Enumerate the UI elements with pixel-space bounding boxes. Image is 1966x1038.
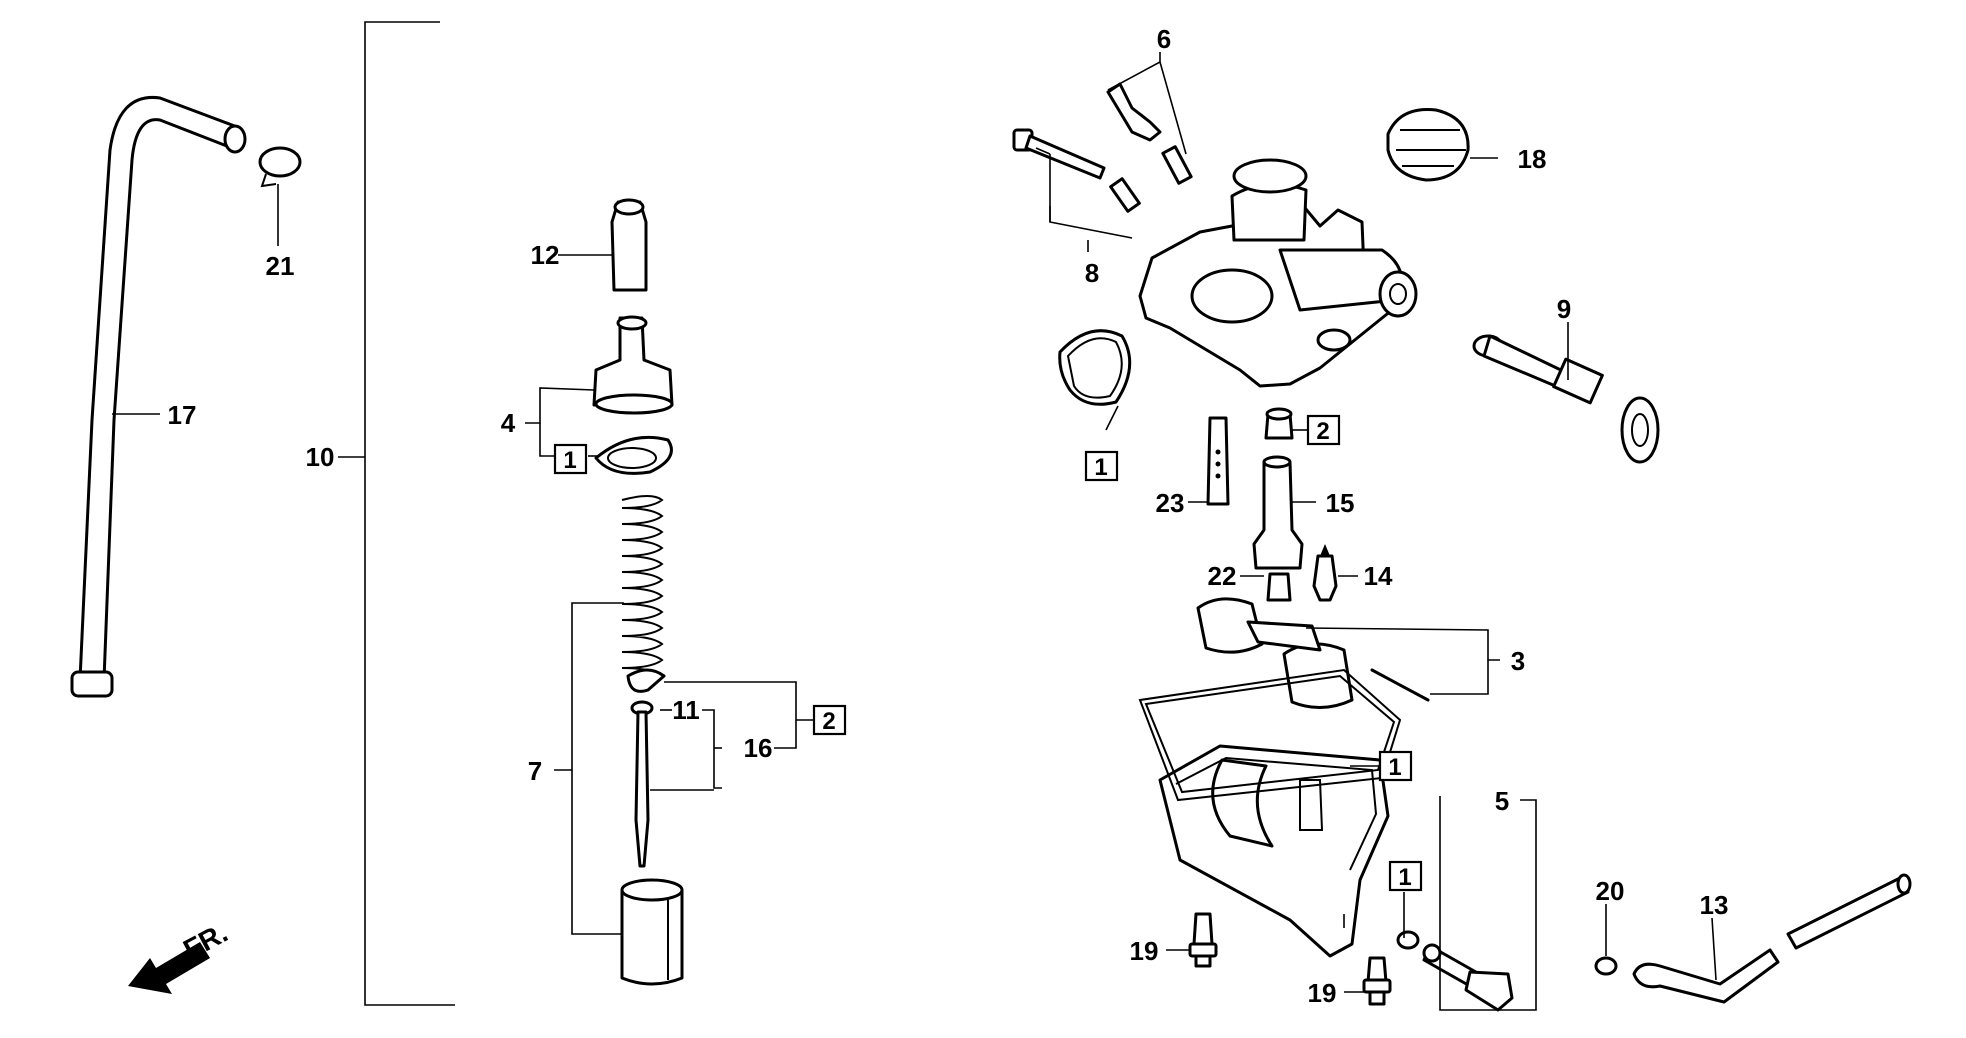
callout-15: 15 [1326,488,1355,518]
boxed-ref-1-gasket [1084,450,1119,482]
callout-7: 7 [528,756,542,786]
part-20-clip [1594,956,1618,976]
spring [621,495,664,677]
callout-14: 14 [1364,561,1393,591]
boxed-ref-1-middle-label: 1 [563,447,576,474]
boxed-ref-1-middle [553,443,588,475]
part-1-oring [1396,930,1420,950]
part-23-jet [1206,416,1230,506]
callout-21: 21 [266,251,295,281]
boxed-ref-1-gasket-label: 1 [1094,454,1107,481]
part-7-slide [620,878,684,986]
part-6-screw [1106,82,1193,185]
callout-3: 3 [1511,646,1525,676]
callout-23: 23 [1156,488,1185,518]
boxed-ref-2-middle-label: 2 [822,708,835,735]
boxed-ref-2-jet [1306,414,1341,446]
part-5-float-bowl [1138,668,1402,958]
part-22-jet [1266,572,1292,602]
part-19-screw-upper [1188,912,1218,968]
callout-19-upper: 19 [1130,936,1159,966]
leaders-right [1035,52,1717,1011]
part-11-needle [630,700,654,868]
part-1-gasket-top [594,435,673,475]
callout-8: 8 [1085,258,1099,288]
callout-18: 18 [1518,144,1547,174]
callout-5: 5 [1495,786,1509,816]
bracket-10 [338,21,455,1006]
part-15-tube [1252,455,1304,570]
part-drain-screw [1422,943,1514,1012]
part-21-clip [258,146,302,188]
callout-9: 9 [1557,294,1571,324]
part-12-cap [610,198,648,292]
callout-20: 20 [1596,876,1625,906]
callout-10: 10 [306,442,335,472]
callout-19-lower: 19 [1308,978,1337,1008]
part-2-jet [1264,407,1294,440]
boxed-ref-2-jet-label: 2 [1316,418,1329,445]
part-8-screw [1012,128,1141,213]
part-14-needle [1312,544,1338,602]
boxed-ref-2-middle [812,704,847,736]
part-4-top [592,315,674,415]
leaders-middle [525,254,814,935]
part-3-float [1196,597,1430,709]
part-13-tube [1632,873,1912,1004]
callout-16: 16 [744,733,773,763]
callout-11: 11 [672,695,700,725]
callout-12: 12 [531,240,560,270]
part-9-screw [1472,334,1660,464]
callout-17: 17 [168,400,197,430]
part-17-tube [70,95,247,698]
boxed-ref-1-oring-label: 1 [1398,864,1411,891]
part-19-screw-lower [1362,956,1392,1006]
callout-22: 22 [1208,561,1237,591]
part-1-gasket-left [1058,329,1132,406]
part-clip-retainer [626,668,666,693]
callout-4: 4 [501,408,516,438]
carb-body [1138,158,1418,388]
boxed-ref-1-bowl [1378,750,1413,782]
callout-13: 13 [1700,890,1729,920]
callout-6: 6 [1157,24,1171,54]
direction-arrow: FR. [128,917,233,994]
part-18-filter [1386,108,1470,182]
boxed-ref-1-oring [1388,860,1423,892]
boxed-ref-1-bowl-label: 1 [1388,754,1401,781]
